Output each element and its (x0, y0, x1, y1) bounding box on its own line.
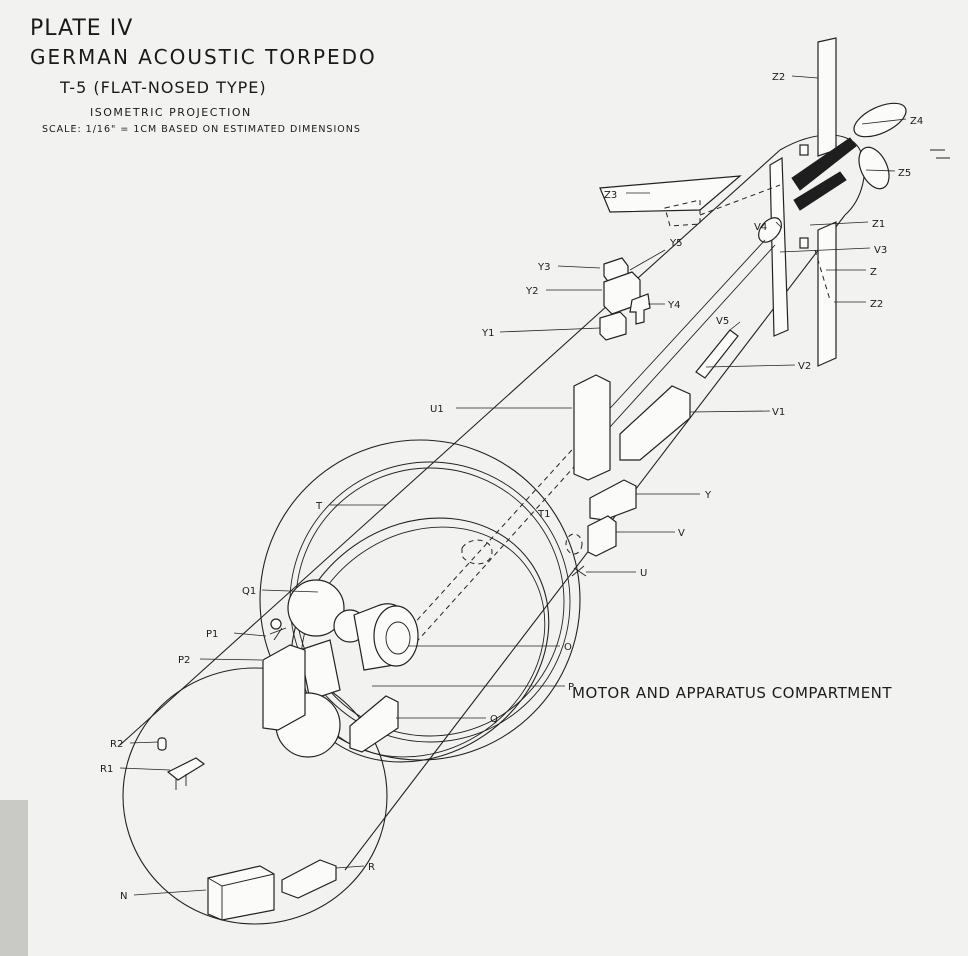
label-y1: Y1 (481, 328, 494, 339)
label-v4: V4 (754, 222, 767, 233)
rudder-linkage-z1 (793, 171, 847, 211)
motor-o-hub (385, 621, 411, 655)
control-units-y (599, 257, 651, 341)
shaft-hidden-b (401, 437, 601, 659)
front-parts (157, 737, 337, 921)
cylinder-q1 (287, 579, 345, 637)
box-p2 (262, 644, 306, 731)
fitting-u (571, 565, 587, 577)
label-v2: V2 (798, 361, 811, 372)
box-n (207, 865, 275, 921)
tail-scribble (930, 149, 950, 159)
ring-t (259, 439, 581, 761)
label-z: Z (870, 267, 877, 278)
shaft-hidden-a (389, 429, 591, 651)
label-p1: P1 (206, 629, 218, 640)
label-y5: Y5 (669, 238, 682, 249)
torpedo-type: T-5 (FLAT-NOSED TYPE) (60, 78, 267, 97)
label-y2: Y2 (525, 286, 538, 297)
label-z3: Z3 (604, 190, 617, 201)
hidden-motor-end (461, 539, 493, 565)
box-y (589, 479, 637, 521)
compartment-label: MOTOR AND APPARATUS COMPARTMENT (572, 684, 893, 702)
label-v1: V1 (772, 407, 785, 418)
label-n: N (120, 891, 127, 902)
propeller-shaft-housing (791, 137, 857, 191)
plate-title: GERMAN ACOUSTIC TORPEDO (30, 45, 377, 69)
tail-fitting-upper (799, 144, 809, 156)
fin-strut-v (769, 156, 789, 337)
label-t1: T1 (537, 509, 550, 520)
label-r1: R1 (100, 764, 113, 775)
label-v: V (678, 528, 685, 539)
fitting-r2 (157, 737, 167, 751)
tail-assembly (599, 37, 950, 367)
box-u1 (573, 374, 611, 481)
label-u1: U1 (430, 404, 444, 415)
projection-note: ISOMETRIC PROJECTION (90, 106, 252, 119)
label-v3: V3 (874, 245, 887, 256)
label-z1: Z1 (872, 219, 885, 230)
label-y: Y (704, 490, 712, 501)
box-n-edges (207, 873, 275, 920)
label-r2: R2 (110, 739, 123, 750)
label-z5: Z5 (898, 168, 911, 179)
drive-shaft (389, 217, 782, 659)
label-z2-bottom: Z2 (870, 299, 883, 310)
box-v1 (619, 385, 691, 461)
label-u: U (640, 568, 647, 579)
box-v (587, 515, 617, 557)
label-t: T (315, 501, 323, 512)
unit-y4 (629, 293, 651, 325)
hull-front-ring (122, 667, 388, 925)
plate-number: PLATE IV (30, 16, 134, 41)
label-p2: P2 (178, 655, 190, 666)
label-v5: V5 (716, 316, 729, 327)
label-z2-top: Z2 (772, 72, 785, 83)
label-z4: Z4 (910, 116, 923, 127)
tail-fitting-lower (799, 237, 809, 249)
motor-p (299, 639, 341, 701)
part-labels: Z2 Z4 Z5 Z3 Z1 V4 V3 Y5 Z Y3 Y2 Y4 Z2 Y1… (100, 72, 923, 902)
hidden-v-part (565, 533, 583, 555)
label-q1: Q1 (242, 586, 256, 597)
fitting-r1-legs (175, 774, 187, 790)
fitting-r1 (166, 757, 206, 781)
fin-z3 (599, 175, 742, 213)
label-o: O (564, 642, 572, 653)
hull-tail-cone (779, 134, 865, 216)
leader-lines (119, 75, 907, 896)
shaft-line-b (599, 244, 776, 439)
scale-note: SCALE: 1/16" = 1CM BASED ON ESTIMATED DI… (42, 124, 361, 135)
fitting-p1 (270, 618, 282, 630)
box-r (281, 859, 337, 899)
fin-z2-bottom (817, 221, 837, 367)
label-y4: Y4 (667, 300, 680, 311)
apparatus-boxes (565, 374, 691, 577)
label-r: R (368, 862, 375, 873)
fitting-p1-stand (269, 627, 287, 641)
scan-edge (0, 800, 28, 956)
label-y3: Y3 (537, 262, 550, 273)
propeller-blade-z4 (853, 102, 907, 138)
box-q (349, 695, 399, 753)
label-p: P (568, 682, 574, 693)
label-q: Q (490, 714, 498, 725)
motor-group (262, 517, 550, 763)
shaft-line-a (589, 239, 766, 431)
propeller-blade-z5 (858, 146, 890, 190)
shaft-section-v5 (695, 329, 739, 379)
motor-o-face (373, 605, 419, 667)
coupling-v4 (758, 217, 782, 243)
fin-z2-top (817, 37, 837, 157)
hull-upper-line (119, 149, 781, 746)
unit-y1 (599, 311, 627, 341)
